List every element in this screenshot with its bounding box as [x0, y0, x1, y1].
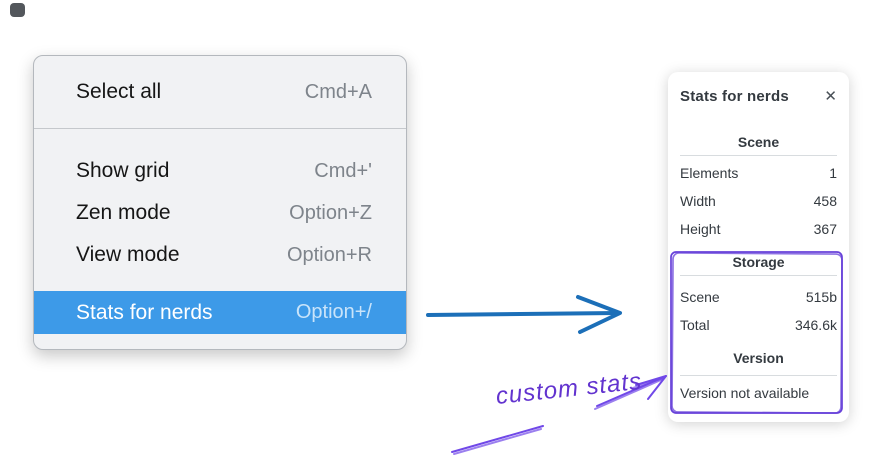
menu-item-show-grid[interactable]: Show grid Cmd+': [34, 150, 406, 192]
stat-row-scene-storage: Scene 515b: [680, 288, 837, 306]
menu-item-label: View mode: [76, 243, 180, 266]
version-section-heading: Version: [733, 350, 784, 366]
blue-right-arrow: [426, 295, 622, 334]
menu-item-select-all[interactable]: Select all Cmd+A: [34, 69, 406, 115]
menu-item-stats-for-nerds[interactable]: Stats for nerds Option+/: [34, 291, 406, 334]
cropped-ui-fragment: [10, 3, 25, 17]
custom-stats-annotation: custom stats: [494, 367, 644, 410]
stat-value: 367: [813, 221, 837, 237]
stat-row-total-storage: Total 346.6k: [680, 316, 837, 334]
stat-value: 515b: [805, 289, 837, 305]
menu-separator: [34, 128, 406, 129]
context-menu: Select all Cmd+A Show grid Cmd+' Zen mod…: [33, 55, 407, 350]
menu-item-view-mode[interactable]: View mode Option+R: [34, 234, 406, 276]
stat-row-height: Height 367: [680, 220, 837, 238]
section-divider: [680, 155, 837, 156]
storage-section-heading: Storage: [732, 254, 785, 270]
menu-item-label: Select all: [76, 80, 162, 103]
stat-label: Height: [680, 221, 721, 237]
hand-drawn-arrow: [451, 375, 667, 455]
stats-panel: Stats for nerds ✕ Scene Elements 1 Width…: [668, 72, 849, 422]
scene-section-heading: Scene: [737, 134, 780, 150]
stats-panel-title: Stats for nerds: [680, 87, 789, 105]
menu-item-shortcut: Option+R: [286, 243, 372, 266]
stat-value: 1: [829, 165, 837, 181]
menu-item-shortcut: Option+/: [295, 301, 372, 323]
stat-value: 458: [813, 193, 837, 209]
stat-label: Width: [680, 193, 716, 209]
section-divider: [680, 275, 837, 276]
stat-label: Total: [680, 317, 710, 333]
menu-item-label: Show grid: [76, 159, 170, 182]
menu-item-zen-mode[interactable]: Zen mode Option+Z: [34, 192, 406, 234]
stat-label: Elements: [680, 165, 739, 181]
stat-row-width: Width 458: [680, 192, 837, 210]
stat-value: 346.6k: [794, 317, 837, 333]
section-divider: [680, 375, 837, 376]
close-icon[interactable]: ✕: [824, 87, 837, 105]
menu-item-shortcut: Cmd+A: [304, 80, 372, 103]
menu-item-label: Stats for nerds: [76, 300, 213, 324]
menu-item-shortcut: Cmd+': [314, 159, 372, 182]
menu-item-label: Zen mode: [76, 201, 171, 224]
stat-row-elements: Elements 1: [680, 164, 837, 182]
version-message: Version not available: [680, 385, 810, 401]
stats-panel-header: Stats for nerds ✕: [680, 84, 837, 108]
menu-item-shortcut: Option+Z: [289, 201, 372, 224]
stat-label: Scene: [680, 289, 720, 305]
